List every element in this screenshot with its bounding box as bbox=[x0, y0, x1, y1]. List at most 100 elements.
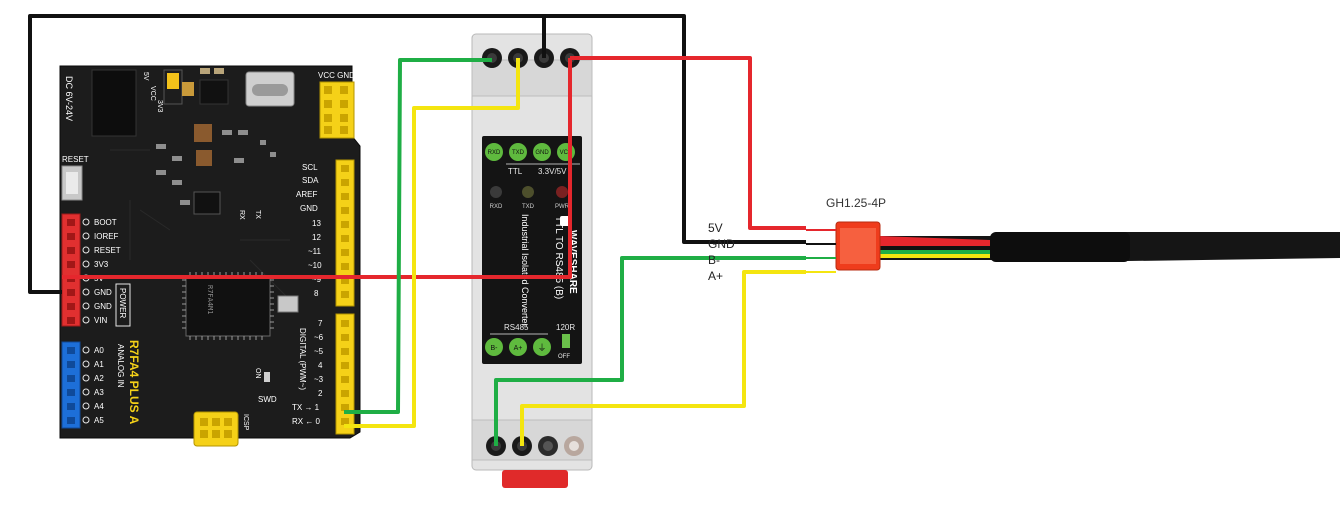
analog-header[interactable] bbox=[61, 341, 81, 429]
led-label-rxd: RXD bbox=[490, 204, 503, 210]
power-label: POWER bbox=[118, 288, 127, 318]
dc-jack-icon bbox=[91, 69, 137, 137]
pin-label-boot: BOOT bbox=[94, 218, 117, 227]
icsp-header[interactable] bbox=[193, 411, 239, 447]
digital-header-top[interactable] bbox=[335, 159, 355, 307]
tx-label: TX bbox=[254, 210, 261, 219]
digital-header-bottom[interactable] bbox=[335, 313, 355, 435]
ttl-pin-vcc: VCC bbox=[560, 150, 573, 156]
pin-label-d5: ~5 bbox=[314, 347, 324, 356]
connector-pin-a: A+ bbox=[708, 269, 723, 283]
connector-pin-gnd: GND bbox=[708, 237, 735, 251]
r7fa4-board: DC 6V-24V RESET 5V VCC 3V3 VCC GND bbox=[59, 65, 361, 447]
pin-label-d6: ~6 bbox=[314, 333, 324, 342]
ttl-label: TTL bbox=[508, 167, 523, 176]
wire-rs485-a bbox=[520, 270, 806, 446]
wire-5v-connector bbox=[570, 56, 806, 230]
ground-symbol-icon: ⏚ bbox=[537, 343, 546, 353]
rx-label: RX bbox=[238, 210, 245, 220]
pin-label-d4: 4 bbox=[318, 361, 323, 370]
pin-label-d3: ~3 bbox=[314, 375, 324, 384]
pin-label-a5: A5 bbox=[94, 416, 104, 425]
pin-label-8: 8 bbox=[314, 289, 319, 298]
voltage-label: 3.3V/5V bbox=[538, 167, 567, 176]
ttl-pin-gnd: GND bbox=[535, 150, 549, 156]
pin-label-a0: A0 bbox=[94, 346, 104, 355]
pin-label-a1: A1 bbox=[94, 360, 104, 369]
dc-jack-label: DC 6V-24V bbox=[64, 76, 74, 121]
termination-switch[interactable] bbox=[562, 334, 570, 348]
converter-title: TTL TO RS485 (B) bbox=[553, 216, 564, 299]
reset-label: RESET bbox=[62, 155, 89, 164]
pin-label-aref: AREF bbox=[296, 190, 317, 199]
vcc-gnd-header-label: VCC GND bbox=[318, 71, 355, 80]
pin-label-a3: A3 bbox=[94, 388, 104, 397]
converter-subtitle: Industrial Isolated Converter bbox=[520, 214, 530, 327]
pin-label-vin: VIN bbox=[94, 316, 108, 325]
voltage-switch-label-3v3: 3V3 bbox=[156, 100, 163, 113]
rs485-pin-a: A+ bbox=[514, 345, 523, 352]
rs485-pin-b: B- bbox=[491, 345, 499, 352]
pin-label-a4: A4 bbox=[94, 402, 104, 411]
converter-bottom-terminals[interactable] bbox=[486, 436, 584, 456]
wire-gnd bbox=[28, 14, 546, 294]
pin-label-d2: 2 bbox=[318, 389, 323, 398]
connector-pin-5v: 5V bbox=[708, 221, 723, 235]
connector-pin-b: B- bbox=[708, 253, 720, 267]
power-header[interactable] bbox=[61, 213, 81, 327]
rs485-label: RS485 bbox=[504, 323, 529, 332]
converter-top-terminals[interactable] bbox=[482, 48, 580, 68]
icsp-label: ICSP bbox=[242, 414, 249, 431]
wires bbox=[28, 14, 806, 446]
led-icon bbox=[556, 186, 568, 198]
resistor-label: 120R bbox=[556, 323, 575, 332]
gh-connector: GH1.25-4P bbox=[806, 196, 1340, 273]
voltage-switch-label-5v: 5V bbox=[142, 72, 149, 81]
pin-label-gnd-1: GND bbox=[94, 288, 112, 297]
digital-label: DIGITAL (PWM~) bbox=[298, 328, 307, 390]
din-rail-clip bbox=[502, 470, 568, 488]
waveshare-logo-icon bbox=[560, 216, 570, 226]
wire-rs485-b bbox=[494, 256, 806, 446]
pin-label-reset: RESET bbox=[94, 246, 121, 255]
led-icon bbox=[264, 372, 270, 382]
voltage-switch-label-vcc: VCC bbox=[149, 86, 156, 101]
chip-text: R7FA4M1 bbox=[206, 285, 214, 315]
pin-label-d0-rx: RX ← 0 bbox=[292, 417, 321, 426]
pin-label-9: ~9 bbox=[312, 275, 322, 284]
switch-off-label: OFF bbox=[558, 354, 570, 360]
analog-label: ANALOG IN bbox=[116, 344, 125, 388]
led-icon bbox=[490, 186, 502, 198]
wire-5v bbox=[62, 58, 572, 279]
led-label-txd: TXD bbox=[522, 204, 535, 210]
pin-label-scl: SCL bbox=[302, 163, 318, 172]
wire-rx bbox=[344, 58, 520, 428]
rs485-converter: RXD TXD GND VCC TTL 3.3V/5V RXD TXD PWR … bbox=[471, 33, 593, 488]
pin-label-sda: SDA bbox=[302, 176, 319, 185]
pin-label-12: 12 bbox=[312, 233, 321, 242]
swd-label: SWD bbox=[258, 395, 277, 404]
pin-label-a2: A2 bbox=[94, 374, 104, 383]
pin-label-d7: 7 bbox=[318, 319, 323, 328]
ttl-pin-txd: TXD bbox=[512, 150, 525, 156]
pin-label-3v3: 3V3 bbox=[94, 260, 109, 269]
wire-gnd-connector bbox=[544, 14, 806, 244]
mcu-chip: R7FA4M1 bbox=[182, 272, 274, 340]
connector-label: GH1.25-4P bbox=[826, 196, 886, 210]
ttl-pin-rxd: RXD bbox=[488, 150, 501, 156]
vcc-gnd-header[interactable] bbox=[319, 81, 355, 139]
pin-label-11: ~11 bbox=[308, 247, 322, 256]
pin-label-gnd-top: GND bbox=[300, 204, 318, 213]
pin-label-ioref: IOREF bbox=[94, 232, 119, 241]
board-name: R7FA4 PLUS A bbox=[127, 340, 141, 425]
converter-brand: WAVESHARE bbox=[567, 230, 578, 294]
pin-label-gnd-2: GND bbox=[94, 302, 112, 311]
pin-label-d1-tx: TX → 1 bbox=[292, 403, 320, 412]
wire-tx bbox=[344, 58, 492, 414]
led-label-pwr: PWR bbox=[555, 204, 570, 210]
pin-label-10: ~10 bbox=[308, 261, 322, 270]
pin-label-13: 13 bbox=[312, 219, 321, 228]
on-label: ON bbox=[254, 368, 261, 379]
led-icon bbox=[522, 186, 534, 198]
